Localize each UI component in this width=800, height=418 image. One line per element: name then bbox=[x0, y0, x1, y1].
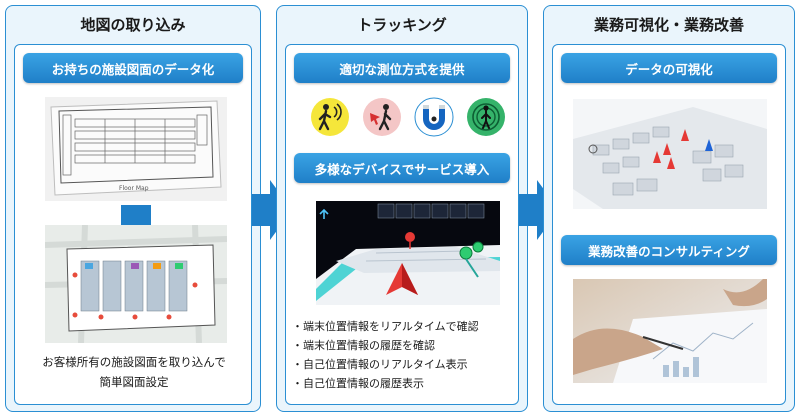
list-item: 自己位置情報の履歴表示 bbox=[292, 374, 479, 393]
data-visualization-pill: データの可視化 bbox=[561, 53, 777, 83]
list-item: 自己位置情報のリアルタイム表示 bbox=[292, 355, 479, 374]
positioning-pill: 適切な測位方式を提供 bbox=[294, 53, 510, 83]
floor-map-label: Floor Map bbox=[119, 185, 149, 192]
visualization-image bbox=[573, 99, 767, 209]
column-visualization: 業務可視化・業務改善 データの可視化 bbox=[543, 5, 795, 412]
column-tracking: トラッキング 適切な測位方式を提供 bbox=[276, 5, 528, 412]
flow-arrow-icon bbox=[519, 180, 559, 240]
column-title: 地図の取り込み bbox=[80, 16, 186, 34]
tracking-feature-list: 端末位置情報をリアルタイムで確認 端末位置情報の履歴を確認 自己位置情報のリアル… bbox=[292, 317, 479, 393]
nav-screen bbox=[316, 201, 500, 305]
caption-line-2: 簡単図面設定 bbox=[99, 375, 169, 389]
digitized-floor-map bbox=[45, 225, 227, 343]
column-title: 業務可視化・業務改善 bbox=[593, 16, 744, 34]
consulting-pill: 業務改善のコンサルティング bbox=[561, 235, 777, 265]
signal-walker-icon bbox=[467, 98, 505, 136]
consulting-photo bbox=[573, 279, 767, 383]
list-item: 端末位置情報の履歴を確認 bbox=[292, 336, 479, 355]
device-pill: 多様なデバイスでサービス導入 bbox=[294, 153, 510, 183]
map-import-caption: お客様所有の施設図面を取り込んで 簡単図面設定 bbox=[15, 352, 253, 392]
caption-line-1: お客様所有の施設図面を取り込んで bbox=[42, 355, 226, 369]
digitize-pill: お持ちの施設図面のデータ化 bbox=[23, 53, 243, 83]
map-import-panel: お持ちの施設図面のデータ化 Floor Ma bbox=[14, 44, 252, 405]
column-title: トラッキング bbox=[357, 16, 447, 34]
wifi-walker-icon bbox=[311, 98, 349, 136]
tracking-panel: 適切な測位方式を提供 多様なデバイスでサービス bbox=[285, 44, 519, 405]
visualization-panel: データの可視化 bbox=[552, 44, 786, 405]
cursor-walker-icon bbox=[363, 98, 401, 136]
magnet-icon bbox=[414, 97, 454, 137]
column-map-import: 地図の取り込み お持ちの施設図面のデータ化 bbox=[5, 5, 261, 412]
list-item: 端末位置情報をリアルタイムで確認 bbox=[292, 317, 479, 336]
flow-arrow-icon bbox=[252, 180, 292, 240]
paper-floor-plan bbox=[45, 97, 227, 201]
